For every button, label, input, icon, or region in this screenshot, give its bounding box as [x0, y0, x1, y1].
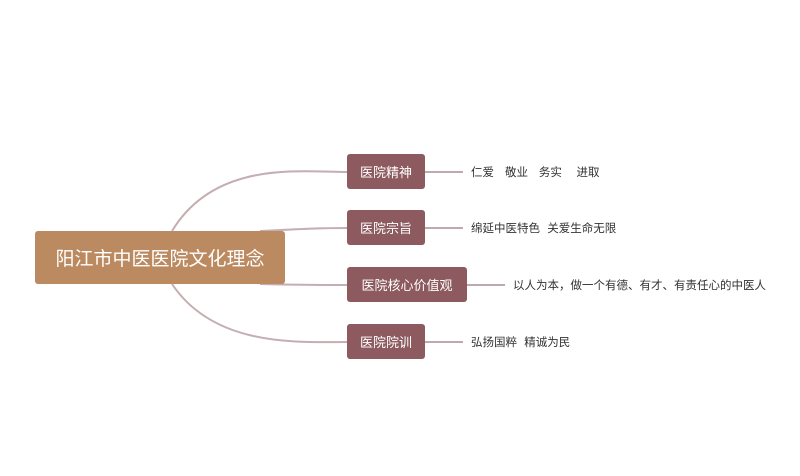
branch-node-hospital-motto[interactable]: 医院院训: [347, 324, 425, 359]
connector-root-to-branch-3: [259, 283, 348, 286]
connector-root-to-branch-2: [259, 227, 348, 232]
connector-root-to-branch-1: [171, 170, 348, 232]
branch-node-core-values[interactable]: 医院核心价值观: [347, 267, 467, 302]
root-node[interactable]: 阳江市中医医院文化理念: [35, 231, 285, 284]
connector-root-to-branch-4: [171, 283, 348, 344]
leaf-text-hospital-motto[interactable]: 弘扬国粹 精诚为民: [471, 335, 571, 349]
branch-node-hospital-purpose[interactable]: 医院宗旨: [347, 210, 425, 245]
leaf-text-hospital-purpose[interactable]: 绵延中医特色 关爱生命无限: [471, 221, 617, 235]
leaf-text-hospital-spirit[interactable]: 仁爱 敬业 务实 进取: [471, 165, 600, 179]
branch-node-hospital-spirit[interactable]: 医院精神: [347, 154, 425, 189]
leaf-text-core-values[interactable]: 以人为本，做一个有德、有才、有责任心的中医人: [513, 278, 766, 292]
